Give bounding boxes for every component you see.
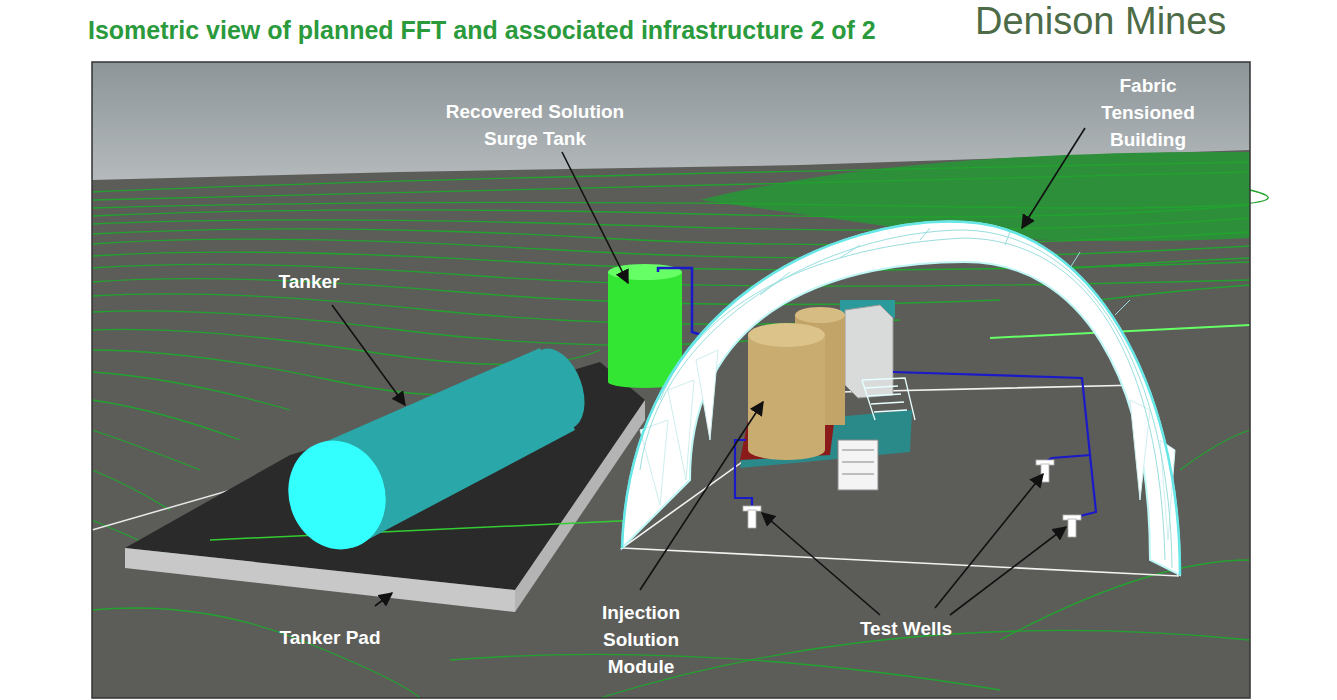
callout-label: Tanker <box>249 268 369 295</box>
test-wells <box>743 460 1081 537</box>
fabric-roof <box>622 222 1180 575</box>
tanker-far-end <box>519 341 595 437</box>
diagram-title: Isometric view of planned FFT and associ… <box>88 16 876 45</box>
tank-base <box>748 440 825 460</box>
surge-tank-body <box>608 272 682 382</box>
callout-label: Injection Solution Module <box>581 599 701 680</box>
callout-label: Fabric Tensioned Building <box>1088 72 1208 153</box>
fabric-ribs <box>640 228 1172 568</box>
ground <box>92 150 1250 698</box>
pipe <box>658 268 705 336</box>
frame <box>92 62 1250 698</box>
tank-body <box>748 335 825 450</box>
company-logo: Denison Mines <box>975 0 1226 44</box>
equipment <box>838 440 878 490</box>
contour-line <box>210 520 640 540</box>
building-fins <box>640 350 1175 540</box>
tanker-pad-front <box>125 548 515 612</box>
tank-top <box>748 323 825 347</box>
tanker-end-cap <box>274 428 399 562</box>
front-arch <box>622 222 1180 575</box>
pipes <box>735 372 1096 520</box>
callout-label: Tanker Pad <box>250 624 410 651</box>
module-box <box>845 305 893 398</box>
stairs <box>862 378 915 420</box>
leader-lines <box>332 128 1085 615</box>
contour-lines <box>92 162 1268 698</box>
callout-label: Test Wells <box>826 615 986 642</box>
callout-label: Recovered Solution Surge Tank <box>420 98 650 152</box>
tank-top <box>795 307 845 323</box>
